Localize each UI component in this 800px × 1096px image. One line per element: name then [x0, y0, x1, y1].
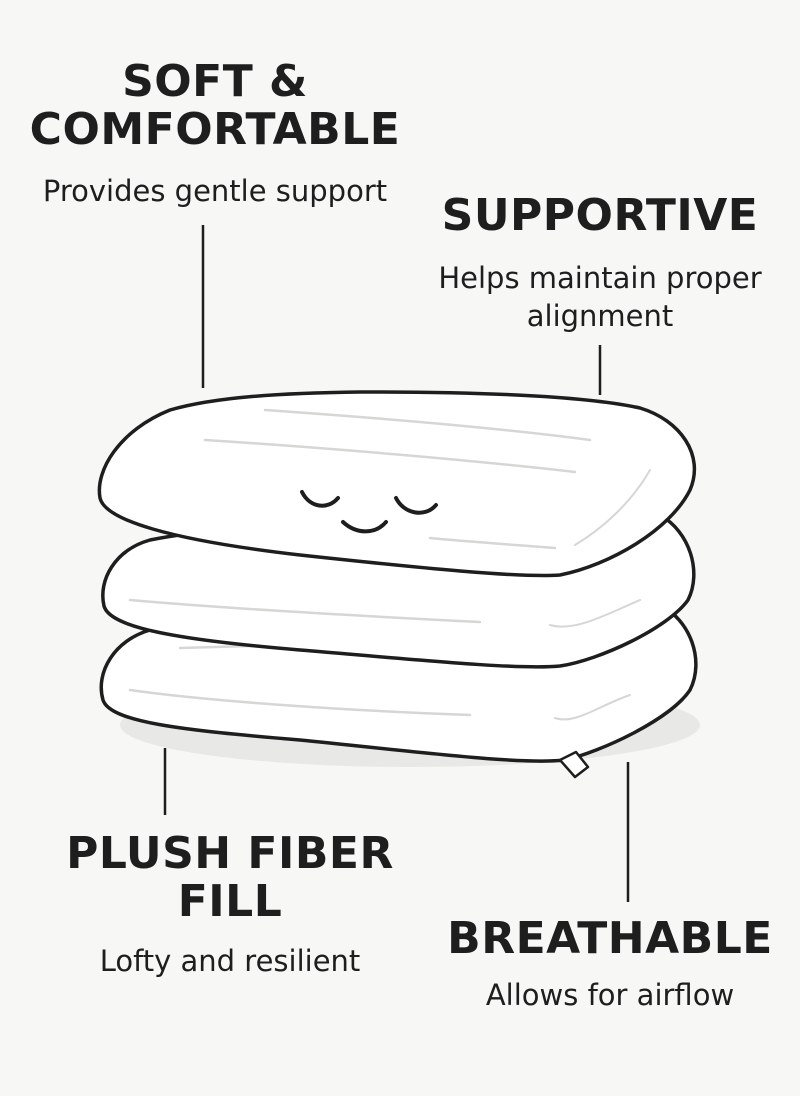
feature-plush-fiber-fill: PLUSH FIBER FILL Lofty and resilient	[30, 828, 430, 981]
smiling-sleeping-face-icon	[300, 490, 438, 534]
feature-soft-comfortable: SOFT & COMFORTABLE Provides gentle suppo…	[10, 56, 420, 211]
feature-title: SOFT & COMFORTABLE	[10, 56, 420, 156]
feature-breathable: BREATHABLE Allows for airflow	[430, 913, 790, 1015]
right-eye	[394, 496, 438, 515]
feature-title-line: SOFT &	[122, 56, 308, 107]
pillow-top	[97, 390, 697, 578]
feature-description-line: alignment	[526, 299, 674, 334]
feature-description-line: Provides gentle support	[42, 173, 388, 208]
feature-title-line: PLUSH FIBER	[66, 828, 394, 879]
feature-description: Lofty and resilient	[30, 943, 430, 981]
feature-description: Allows for airflow	[430, 977, 790, 1015]
feature-description-line: Allows for airflow	[485, 978, 735, 1013]
feature-description-line: Helps maintain proper	[438, 261, 762, 296]
feature-title: BREATHABLE	[430, 913, 790, 964]
feature-title: PLUSH FIBER FILL	[30, 828, 430, 928]
feature-title-line: FILL	[177, 876, 283, 928]
feature-description-line: Lofty and resilient	[99, 943, 361, 978]
feature-supportive: SUPPORTIVE Helps maintain proper alignme…	[400, 190, 800, 336]
left-eye	[300, 490, 340, 508]
feature-title-line: COMFORTABLE	[29, 104, 401, 156]
feature-title-line: BREATHABLE	[447, 913, 773, 964]
pillow-tag	[558, 750, 590, 779]
feature-title: SUPPORTIVE	[400, 190, 800, 241]
smile	[341, 520, 388, 534]
feature-title-line: SUPPORTIVE	[441, 190, 759, 241]
feature-description: Helps maintain proper alignment	[400, 260, 800, 335]
feature-description: Provides gentle support	[10, 173, 420, 211]
